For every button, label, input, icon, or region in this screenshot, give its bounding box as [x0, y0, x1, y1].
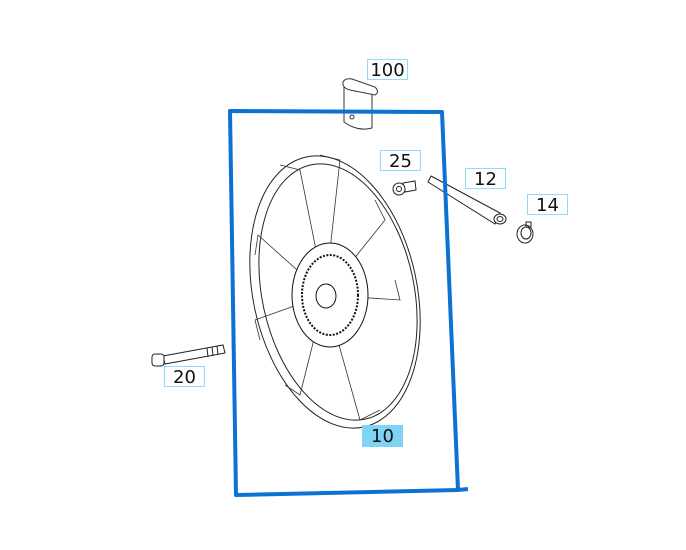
clutch-fins [301, 254, 359, 336]
callout-20[interactable]: 20 [164, 366, 205, 388]
fan-drawing [249, 154, 421, 429]
callout-25[interactable]: 25 [380, 150, 421, 172]
callout-10-selected[interactable]: 10 [362, 425, 403, 447]
cap-part [342, 78, 378, 130]
clamp-part [516, 221, 534, 244]
screw-part [392, 180, 417, 196]
callout-100[interactable]: 100 [367, 59, 408, 81]
hub-center [315, 283, 337, 309]
selection-outline [228, 109, 469, 497]
callout-12[interactable]: 12 [465, 168, 506, 190]
fan-ring-inner [258, 163, 418, 421]
callout-14[interactable]: 14 [527, 194, 568, 216]
bolt-part [151, 344, 226, 367]
